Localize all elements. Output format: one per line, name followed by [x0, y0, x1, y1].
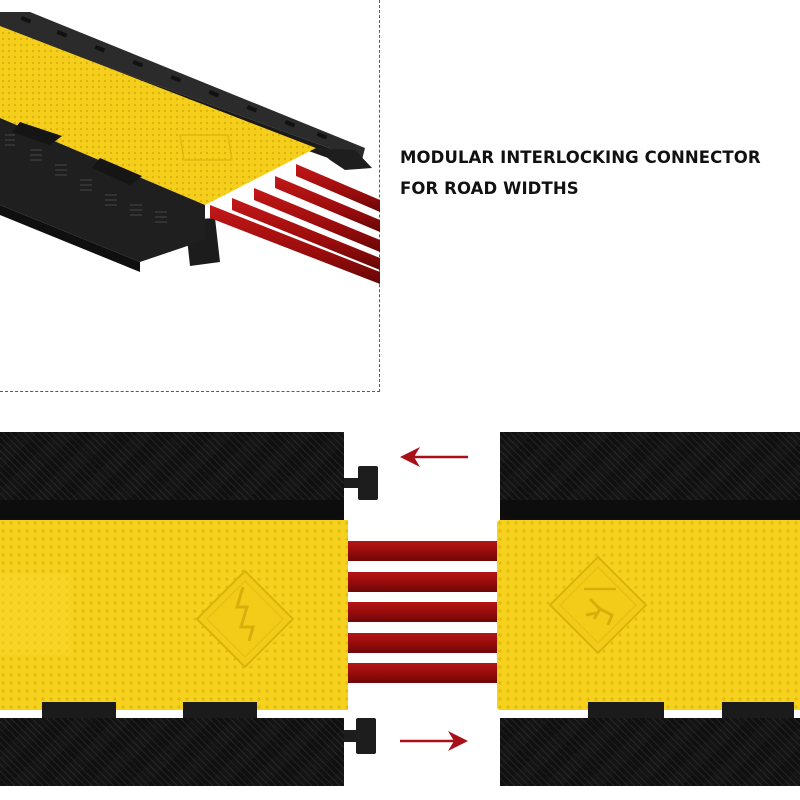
electric-hazard-icon	[195, 569, 295, 669]
perspective-photo-panel	[0, 0, 380, 392]
cable-1	[348, 541, 498, 561]
cable-5	[348, 663, 498, 683]
left-top-connector-tab	[358, 466, 378, 500]
right-notch-1	[588, 702, 664, 720]
left-notch-2	[183, 702, 257, 720]
left-top-connector-stem	[344, 478, 360, 488]
feature-caption: MODULAR INTERLOCKING CONNECTOR FOR ROAD …	[400, 142, 800, 204]
left-notch-1	[42, 702, 116, 720]
right-top-ramp-edge	[500, 500, 800, 522]
right-bottom-black-ramp	[500, 718, 800, 786]
left-cover-flat-panel	[0, 574, 70, 654]
cable-4	[348, 633, 498, 653]
cable-2	[348, 572, 498, 592]
cable-3	[348, 602, 498, 622]
cable-protector-perspective-image	[0, 12, 380, 284]
arrow-right-icon	[400, 731, 468, 751]
caption-line-1: MODULAR INTERLOCKING CONNECTOR	[400, 148, 761, 167]
left-top-ramp-edge	[0, 500, 344, 522]
right-notch-2	[722, 702, 794, 720]
caption-line-2: FOR ROAD WIDTHS	[400, 179, 579, 198]
left-bottom-black-ramp	[0, 718, 344, 786]
trip-hazard-icon	[548, 555, 648, 655]
right-yellow-cover	[497, 520, 800, 710]
arrow-left-icon	[400, 447, 468, 467]
left-bottom-connector-tab	[356, 718, 376, 754]
